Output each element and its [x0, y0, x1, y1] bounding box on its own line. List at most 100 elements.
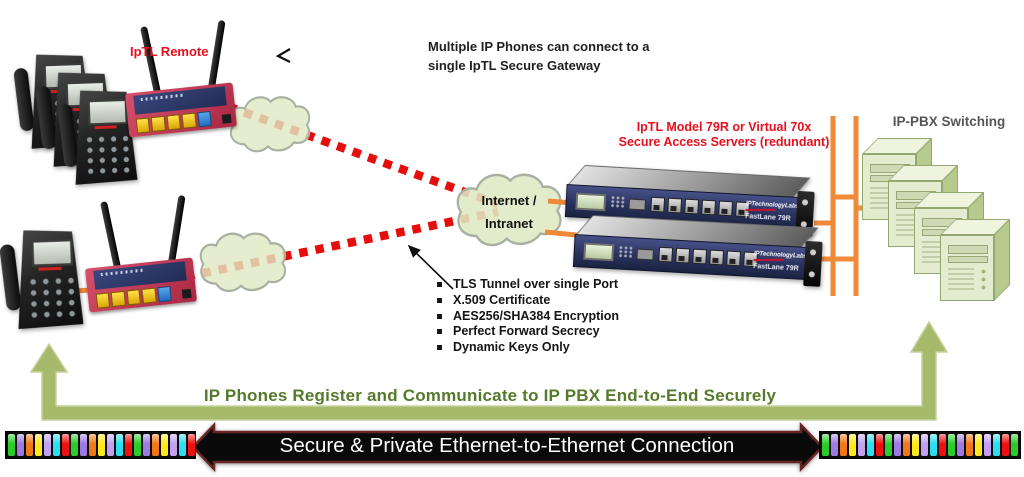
security-feature-item: TLS Tunnel over single Port — [437, 277, 619, 293]
cable-stripe — [89, 434, 96, 456]
ethernet-port — [135, 117, 151, 134]
cable-stripe — [984, 434, 991, 456]
bullet-icon — [437, 282, 442, 287]
ethernet-port — [692, 248, 708, 265]
screw-hole — [809, 249, 817, 256]
bullet-icon — [437, 313, 442, 319]
tower-side — [994, 219, 1010, 301]
ip-phone — [0, 226, 86, 332]
ethernet-port — [726, 250, 741, 267]
cable-stripe — [62, 434, 69, 456]
ethernet-port — [650, 196, 666, 213]
bullet-icon — [437, 297, 442, 303]
brand-swoosh — [745, 208, 776, 212]
cable-stripe — [179, 434, 186, 456]
phone-keypad — [29, 276, 80, 323]
handset-icon — [57, 103, 79, 168]
secure-banner-text: IP Phones Register and Communicate to IP… — [203, 386, 777, 405]
antenna-icon — [167, 194, 186, 268]
usb-ports — [636, 248, 654, 261]
feature-pointer-arrow — [407, 244, 454, 290]
security-feature-label: Perfect Forward Secrecy — [453, 324, 600, 339]
cable-stripe — [822, 434, 829, 456]
server-model-text: FastLane 79R — [752, 263, 799, 273]
cable-stripe — [71, 434, 78, 456]
ethernet-port — [684, 198, 700, 215]
rack-ear — [803, 240, 823, 287]
drive-bay — [948, 256, 988, 263]
ethernet-port — [718, 200, 733, 217]
wan-port — [196, 110, 212, 128]
security-feature-label: X.509 Certificate — [453, 292, 551, 307]
router-top-panel — [92, 260, 188, 290]
cable-stripe — [939, 434, 946, 456]
cable-stripe — [116, 434, 123, 456]
router-chassis — [124, 82, 238, 138]
cloud-label-line-1: Internet / — [481, 193, 537, 208]
ethernet-port — [709, 249, 725, 266]
antenna-icon — [207, 19, 226, 93]
cable-stripe — [152, 434, 159, 456]
security-feature-item: Dynamic Keys Only — [437, 340, 619, 356]
ethernet-port — [95, 292, 111, 309]
cable-stripe — [134, 434, 141, 456]
cable-stripe — [966, 434, 973, 456]
cable-stripe — [831, 434, 838, 456]
handset-icon — [35, 85, 57, 150]
cable-stripe — [170, 434, 177, 456]
antenna-icon — [140, 26, 161, 94]
cable-stripe — [975, 434, 982, 456]
ethernet-port — [166, 114, 182, 131]
phone-keypad — [85, 134, 134, 179]
ethernet-port — [141, 287, 157, 304]
security-feature-item: X.509 Certificate — [437, 293, 619, 309]
iptl-remote-router-bottom — [84, 194, 210, 315]
cable-stripe — [107, 434, 114, 456]
cable-stripe — [921, 434, 928, 456]
server-title: IpTL Model 79R or Virtual 70x Secure Acc… — [612, 120, 836, 150]
screw-hole — [801, 199, 809, 206]
cable-stripe — [885, 434, 892, 456]
vent-grid — [948, 267, 974, 290]
internet-cloud — [456, 173, 562, 247]
cable-stripe — [188, 434, 195, 456]
patch-cable-bar-left — [5, 431, 196, 459]
ethernet-port — [701, 199, 717, 216]
cable-stripe — [35, 434, 42, 456]
router-chassis — [84, 257, 198, 313]
server-title-line-2: Secure Access Servers (redundant) — [618, 134, 830, 149]
bullet-icon — [437, 329, 442, 335]
ethernet-port — [150, 115, 166, 133]
cable-stripe — [930, 434, 937, 456]
cloud-icon-bottom — [199, 232, 287, 292]
pbx-server-tower — [940, 219, 1012, 301]
power-connector — [221, 113, 232, 124]
drive-bay — [948, 245, 988, 254]
usb-ports — [628, 198, 646, 211]
end-to-end-green-arrows — [29, 320, 949, 421]
cable-stripe — [26, 434, 33, 456]
ethernet-port — [658, 246, 674, 263]
server-title-line-1: IpTL Model 79R or Virtual 70x — [636, 120, 812, 134]
cable-stripe — [98, 434, 105, 456]
cloud-label-line-2: Intranet — [485, 216, 533, 232]
router-ports — [135, 110, 212, 134]
server-ethernet-ports — [658, 246, 758, 268]
screw-hole — [808, 271, 815, 278]
cable-stripe — [858, 434, 865, 456]
cable-stripe — [894, 434, 901, 456]
router-top-panel — [132, 85, 228, 115]
led-dots — [981, 269, 986, 293]
phone-screen — [87, 98, 128, 126]
cable-stripe — [8, 434, 15, 456]
cable-stripe — [1011, 434, 1018, 456]
iptl-remote-label: IpTL Remote — [130, 44, 209, 59]
server-ethernet-ports — [650, 196, 750, 218]
note-line-2: single IpTL Secure Gateway — [428, 57, 601, 73]
pbx-switching-label: IP-PBX Switching — [892, 114, 1006, 129]
cable-stripe — [44, 434, 51, 456]
multiphone-note: Multiple IP Phones can connect to a sing… — [428, 38, 650, 76]
ethernet-port — [110, 290, 126, 308]
